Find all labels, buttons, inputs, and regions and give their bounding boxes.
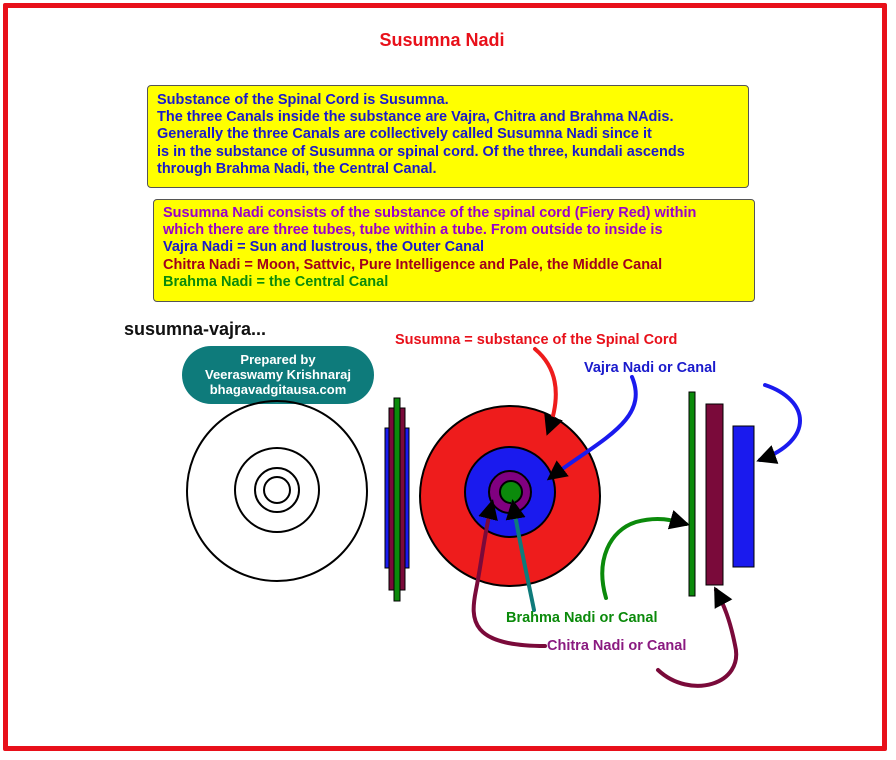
label-susumna: Susumna = substance of the Spinal Cord [395,332,678,348]
outline-circle-outer [186,400,368,582]
susumna-arrow [533,347,563,436]
side-brahma-tube [393,397,401,602]
note1-line: Generally the three Canals are collectiv… [157,126,652,143]
author-badge: Prepared by Veeraswamy Krishnaraj bhagav… [182,346,374,404]
page-title: Susumna Nadi [379,30,505,50]
note1-line: is in the substance of Susumna or spinal… [157,143,685,160]
label-brahma: Brahma Nadi or Canal [506,610,658,626]
colored-cross-section [419,405,601,587]
label-chitra: Chitra Nadi or Canal [547,638,687,654]
large-brahma-tube [688,391,696,597]
note1-line: The three Canals inside the substance ar… [157,109,674,126]
pointer-arrows [471,347,802,688]
large-vajra-tube [732,425,755,568]
badge-line: Prepared by [240,352,316,367]
note-box-spinal-cord: Substance of the Spinal Cord is Susumna.… [147,85,749,188]
note2-line: which there are three tubes, tube within… [163,222,663,239]
outline-circle-core [263,476,291,504]
side-view-small [384,397,410,602]
page-frame [3,3,887,751]
vajra-arrow-to-tube [756,383,802,464]
note1-line: Substance of the Spinal Cord is Susumna. [157,92,449,108]
brahma-arrow-to-tube [600,509,690,600]
note2-line-chitra: Chitra Nadi = Moon, Sattvic, Pure Intell… [163,256,663,273]
note2-line: Susumna Nadi consists of the substance o… [163,205,697,221]
outline-circle-middle [234,447,320,533]
chitra-arrow-to-tube [656,586,739,688]
chitra-arrow-to-circle [471,499,547,648]
note-box-three-tubes: Susumna Nadi consists of the substance o… [153,199,755,302]
badge-line: Veeraswamy Krishnaraj [205,367,351,382]
diagram-heading: susumna-vajra... [124,319,267,339]
outline-cross-section [186,400,368,582]
badge-line: bhagavadgitausa.com [209,382,347,397]
note2-line-vajra: Vajra Nadi = Sun and lustrous, the Outer… [163,239,485,256]
brahma-arrow-to-circle [505,499,536,612]
vajra-arrow-to-circle [546,375,638,481]
large-chitra-tube [705,403,724,586]
side-view-large [688,391,755,597]
brahma-circle [499,480,523,504]
note2-line-brahma: Brahma Nadi = the Central Canal [163,273,389,290]
note1-line: through Brahma Nadi, the Central Canal. [157,160,437,177]
outline-circle-inner [254,467,300,513]
label-vajra: Vajra Nadi or Canal [584,360,717,376]
